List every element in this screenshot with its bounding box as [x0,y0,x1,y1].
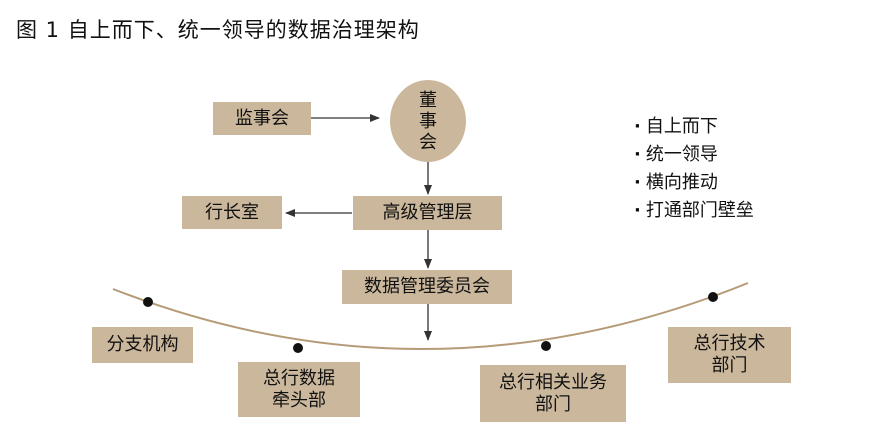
president-office-box: 行长室 [182,196,282,229]
board-circle: 董 事 会 [390,80,466,162]
hq-business-box: 总行相关业务 部门 [480,365,626,422]
principle-item: 自上而下 [634,113,754,141]
principles-list: 自上而下 统一领导 横向推动 打通部门壁垒 [634,113,754,225]
curve-dot-branches [143,297,153,307]
branches-box: 分支机构 [92,327,193,363]
principle-item: 打通部门壁垒 [634,197,754,225]
hq-tech-box: 总行技术 部门 [668,327,791,383]
hq-data-lead-box: 总行数据 牵头部 [238,362,360,417]
principle-item: 统一领导 [634,141,754,169]
curve-dot-hq-tech [708,292,718,302]
data-committee-box: 数据管理委员会 [342,270,512,304]
senior-management-box: 高级管理层 [353,196,502,230]
figure-title: 图 1 自上而下、统一领导的数据治理架构 [16,18,420,42]
curve-dot-hq-business [541,341,551,351]
curve-dot-hq-data-lead [293,343,303,353]
supervisors-box: 监事会 [213,102,311,135]
principle-item: 横向推动 [634,169,754,197]
org-curve [112,282,749,350]
